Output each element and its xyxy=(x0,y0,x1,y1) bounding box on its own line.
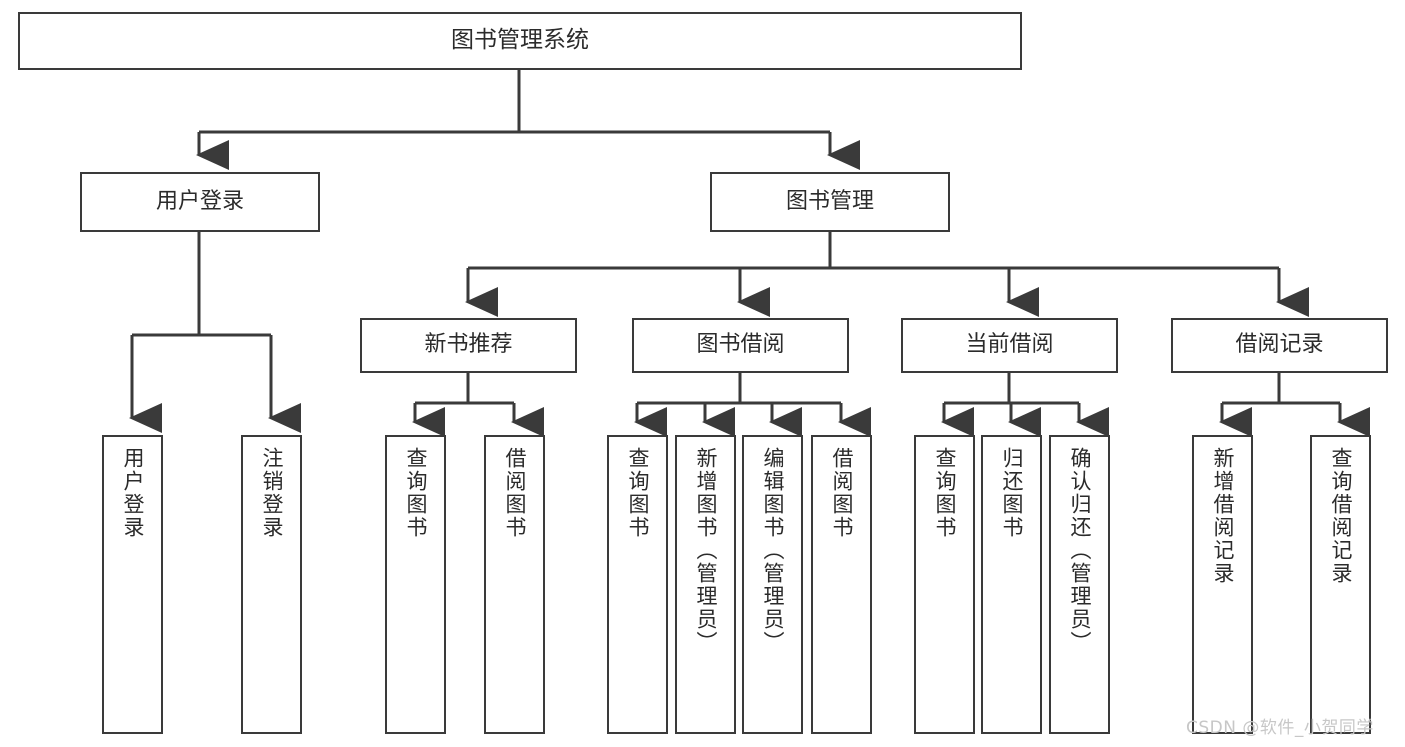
node-leaf-user-login-label: 用户登录 xyxy=(121,447,145,539)
node-borrow-record-label: 借阅记录 xyxy=(1235,332,1324,358)
node-leaf-borrow-book-1-label: 借阅图书 xyxy=(503,447,527,539)
node-leaf-query-book-2-label: 查询图书 xyxy=(626,447,650,539)
node-user-login[interactable]: 用户登录 xyxy=(80,172,320,232)
node-book-manage-label: 图书管理 xyxy=(785,188,874,214)
node-leaf-borrow-book-2-label: 借阅图书 xyxy=(830,447,854,539)
node-leaf-query-record-label: 查询借阅记录 xyxy=(1329,447,1353,585)
node-leaf-borrow-book-1[interactable]: 借阅图书 xyxy=(484,435,545,734)
node-book-borrow[interactable]: 图书借阅 xyxy=(632,318,849,373)
node-new-book-rec[interactable]: 新书推荐 xyxy=(360,318,577,373)
watermark-text: CSDN @软件_小贺同学 xyxy=(1186,718,1374,738)
node-leaf-query-record[interactable]: 查询借阅记录 xyxy=(1310,435,1371,734)
node-book-manage[interactable]: 图书管理 xyxy=(710,172,950,232)
node-leaf-return-book[interactable]: 归还图书 xyxy=(981,435,1042,734)
node-new-book-rec-label: 新书推荐 xyxy=(424,332,513,358)
node-leaf-confirm-return[interactable]: 确认归还（管理员） xyxy=(1049,435,1110,734)
node-root-label: 图书管理系统 xyxy=(451,27,589,54)
node-leaf-query-book-1[interactable]: 查询图书 xyxy=(385,435,446,734)
node-current-borrow-label: 当前借阅 xyxy=(965,332,1054,358)
node-leaf-add-book-label: 新增图书（管理员） xyxy=(694,447,718,654)
node-leaf-edit-book-label: 编辑图书（管理员） xyxy=(761,447,785,654)
node-borrow-record[interactable]: 借阅记录 xyxy=(1171,318,1388,373)
node-leaf-add-record-label: 新增借阅记录 xyxy=(1211,447,1235,585)
node-user-login-label: 用户登录 xyxy=(155,188,244,214)
node-current-borrow[interactable]: 当前借阅 xyxy=(901,318,1118,373)
node-leaf-add-book[interactable]: 新增图书（管理员） xyxy=(675,435,736,734)
node-leaf-borrow-book-2[interactable]: 借阅图书 xyxy=(811,435,872,734)
node-leaf-query-book-3[interactable]: 查询图书 xyxy=(914,435,975,734)
node-leaf-user-login[interactable]: 用户登录 xyxy=(102,435,163,734)
node-leaf-query-book-3-label: 查询图书 xyxy=(933,447,957,539)
node-leaf-user-logout-label: 注销登录 xyxy=(260,447,284,539)
node-leaf-confirm-return-label: 确认归还（管理员） xyxy=(1068,447,1092,654)
node-leaf-return-book-label: 归还图书 xyxy=(1000,447,1024,539)
node-book-borrow-label: 图书借阅 xyxy=(696,332,785,358)
node-leaf-add-record[interactable]: 新增借阅记录 xyxy=(1192,435,1253,734)
node-leaf-user-logout[interactable]: 注销登录 xyxy=(241,435,302,734)
node-root[interactable]: 图书管理系统 xyxy=(18,12,1022,70)
node-leaf-query-book-2[interactable]: 查询图书 xyxy=(607,435,668,734)
node-leaf-edit-book[interactable]: 编辑图书（管理员） xyxy=(742,435,803,734)
node-leaf-query-book-1-label: 查询图书 xyxy=(404,447,428,539)
